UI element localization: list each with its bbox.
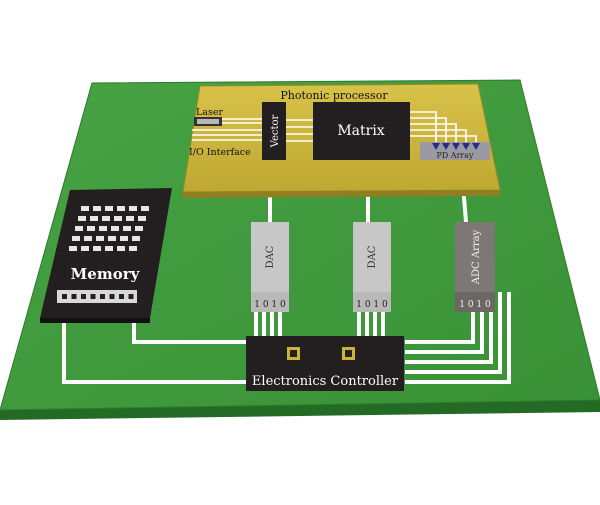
- memory-bus-strip: [57, 290, 137, 303]
- memory-cell: [84, 236, 92, 241]
- memory-cell: [141, 206, 149, 211]
- adc-array-block: [455, 222, 495, 292]
- memory-cell: [123, 226, 131, 231]
- memory-cell: [93, 246, 101, 251]
- memory-cell: [81, 246, 89, 251]
- board-side: [0, 400, 600, 420]
- dac-right-block: [353, 222, 391, 292]
- dac-right-label: DAC: [367, 245, 378, 268]
- memory-pin: [128, 294, 134, 299]
- memory-cell: [105, 206, 113, 211]
- memory-cell: [102, 216, 110, 221]
- pd-array-detector-icons: [432, 143, 480, 150]
- dac-left-label: DAC: [265, 245, 276, 268]
- memory-cell: [126, 216, 134, 221]
- dac-left-bits: 1 0 1 0: [254, 300, 286, 310]
- memory-cell: [93, 206, 101, 211]
- matrix-block: [313, 102, 410, 160]
- pd-array-label: PD Array: [436, 151, 474, 160]
- memory-cell: [72, 236, 80, 241]
- vector-label: Vector: [270, 114, 281, 148]
- vector-block: [262, 102, 286, 160]
- photonic-processor-chip-side: [183, 190, 500, 198]
- memory-cell: [132, 236, 140, 241]
- memory-cell: [135, 226, 143, 231]
- memory-cell: [78, 216, 86, 221]
- memory-cell: [87, 226, 95, 231]
- memory-cell: [96, 236, 104, 241]
- laser-label: Laser: [196, 107, 223, 118]
- memory-cell: [114, 216, 122, 221]
- adc-array-label: ADC Array: [471, 229, 482, 285]
- electronics-controller: [246, 336, 404, 391]
- memory-cell: [75, 226, 83, 231]
- memory-cell: [105, 246, 113, 251]
- memory-cell: [111, 226, 119, 231]
- memory-cell: [129, 206, 137, 211]
- memory-cell: [138, 216, 146, 221]
- memory-cell: [81, 206, 89, 211]
- adc-array-bits: 1 0 1 0: [459, 300, 491, 310]
- memory-label: Memory: [71, 265, 141, 283]
- memory-cell: [129, 246, 137, 251]
- electronics-controller-label: Electronics Controller: [252, 374, 399, 389]
- io-interface-label: I/O Interface: [189, 147, 251, 158]
- memory-cell: [69, 246, 77, 251]
- memory-cell: [117, 206, 125, 211]
- memory-pin: [90, 294, 96, 299]
- photonic-processor-label: Photonic processor: [280, 89, 388, 102]
- dac-left-block: [251, 222, 289, 292]
- memory-pin: [81, 294, 86, 299]
- matrix-label: Matrix: [337, 123, 384, 139]
- optical-waveguides: [192, 111, 477, 142]
- dac-right-bits: 1 0 1 0: [356, 300, 388, 310]
- memory-pin: [109, 294, 115, 299]
- memory-cell: [120, 236, 128, 241]
- memory-cell-grid: [69, 206, 149, 251]
- memory-cell: [90, 216, 98, 221]
- memory-pin: [71, 294, 77, 299]
- memory-pin: [62, 294, 67, 299]
- memory-cell: [108, 236, 116, 241]
- memory-pin: [100, 294, 105, 299]
- memory-bus-pins: [62, 294, 134, 299]
- memory-cell: [99, 226, 107, 231]
- memory-cell: [117, 246, 125, 251]
- memory-pin: [119, 294, 124, 299]
